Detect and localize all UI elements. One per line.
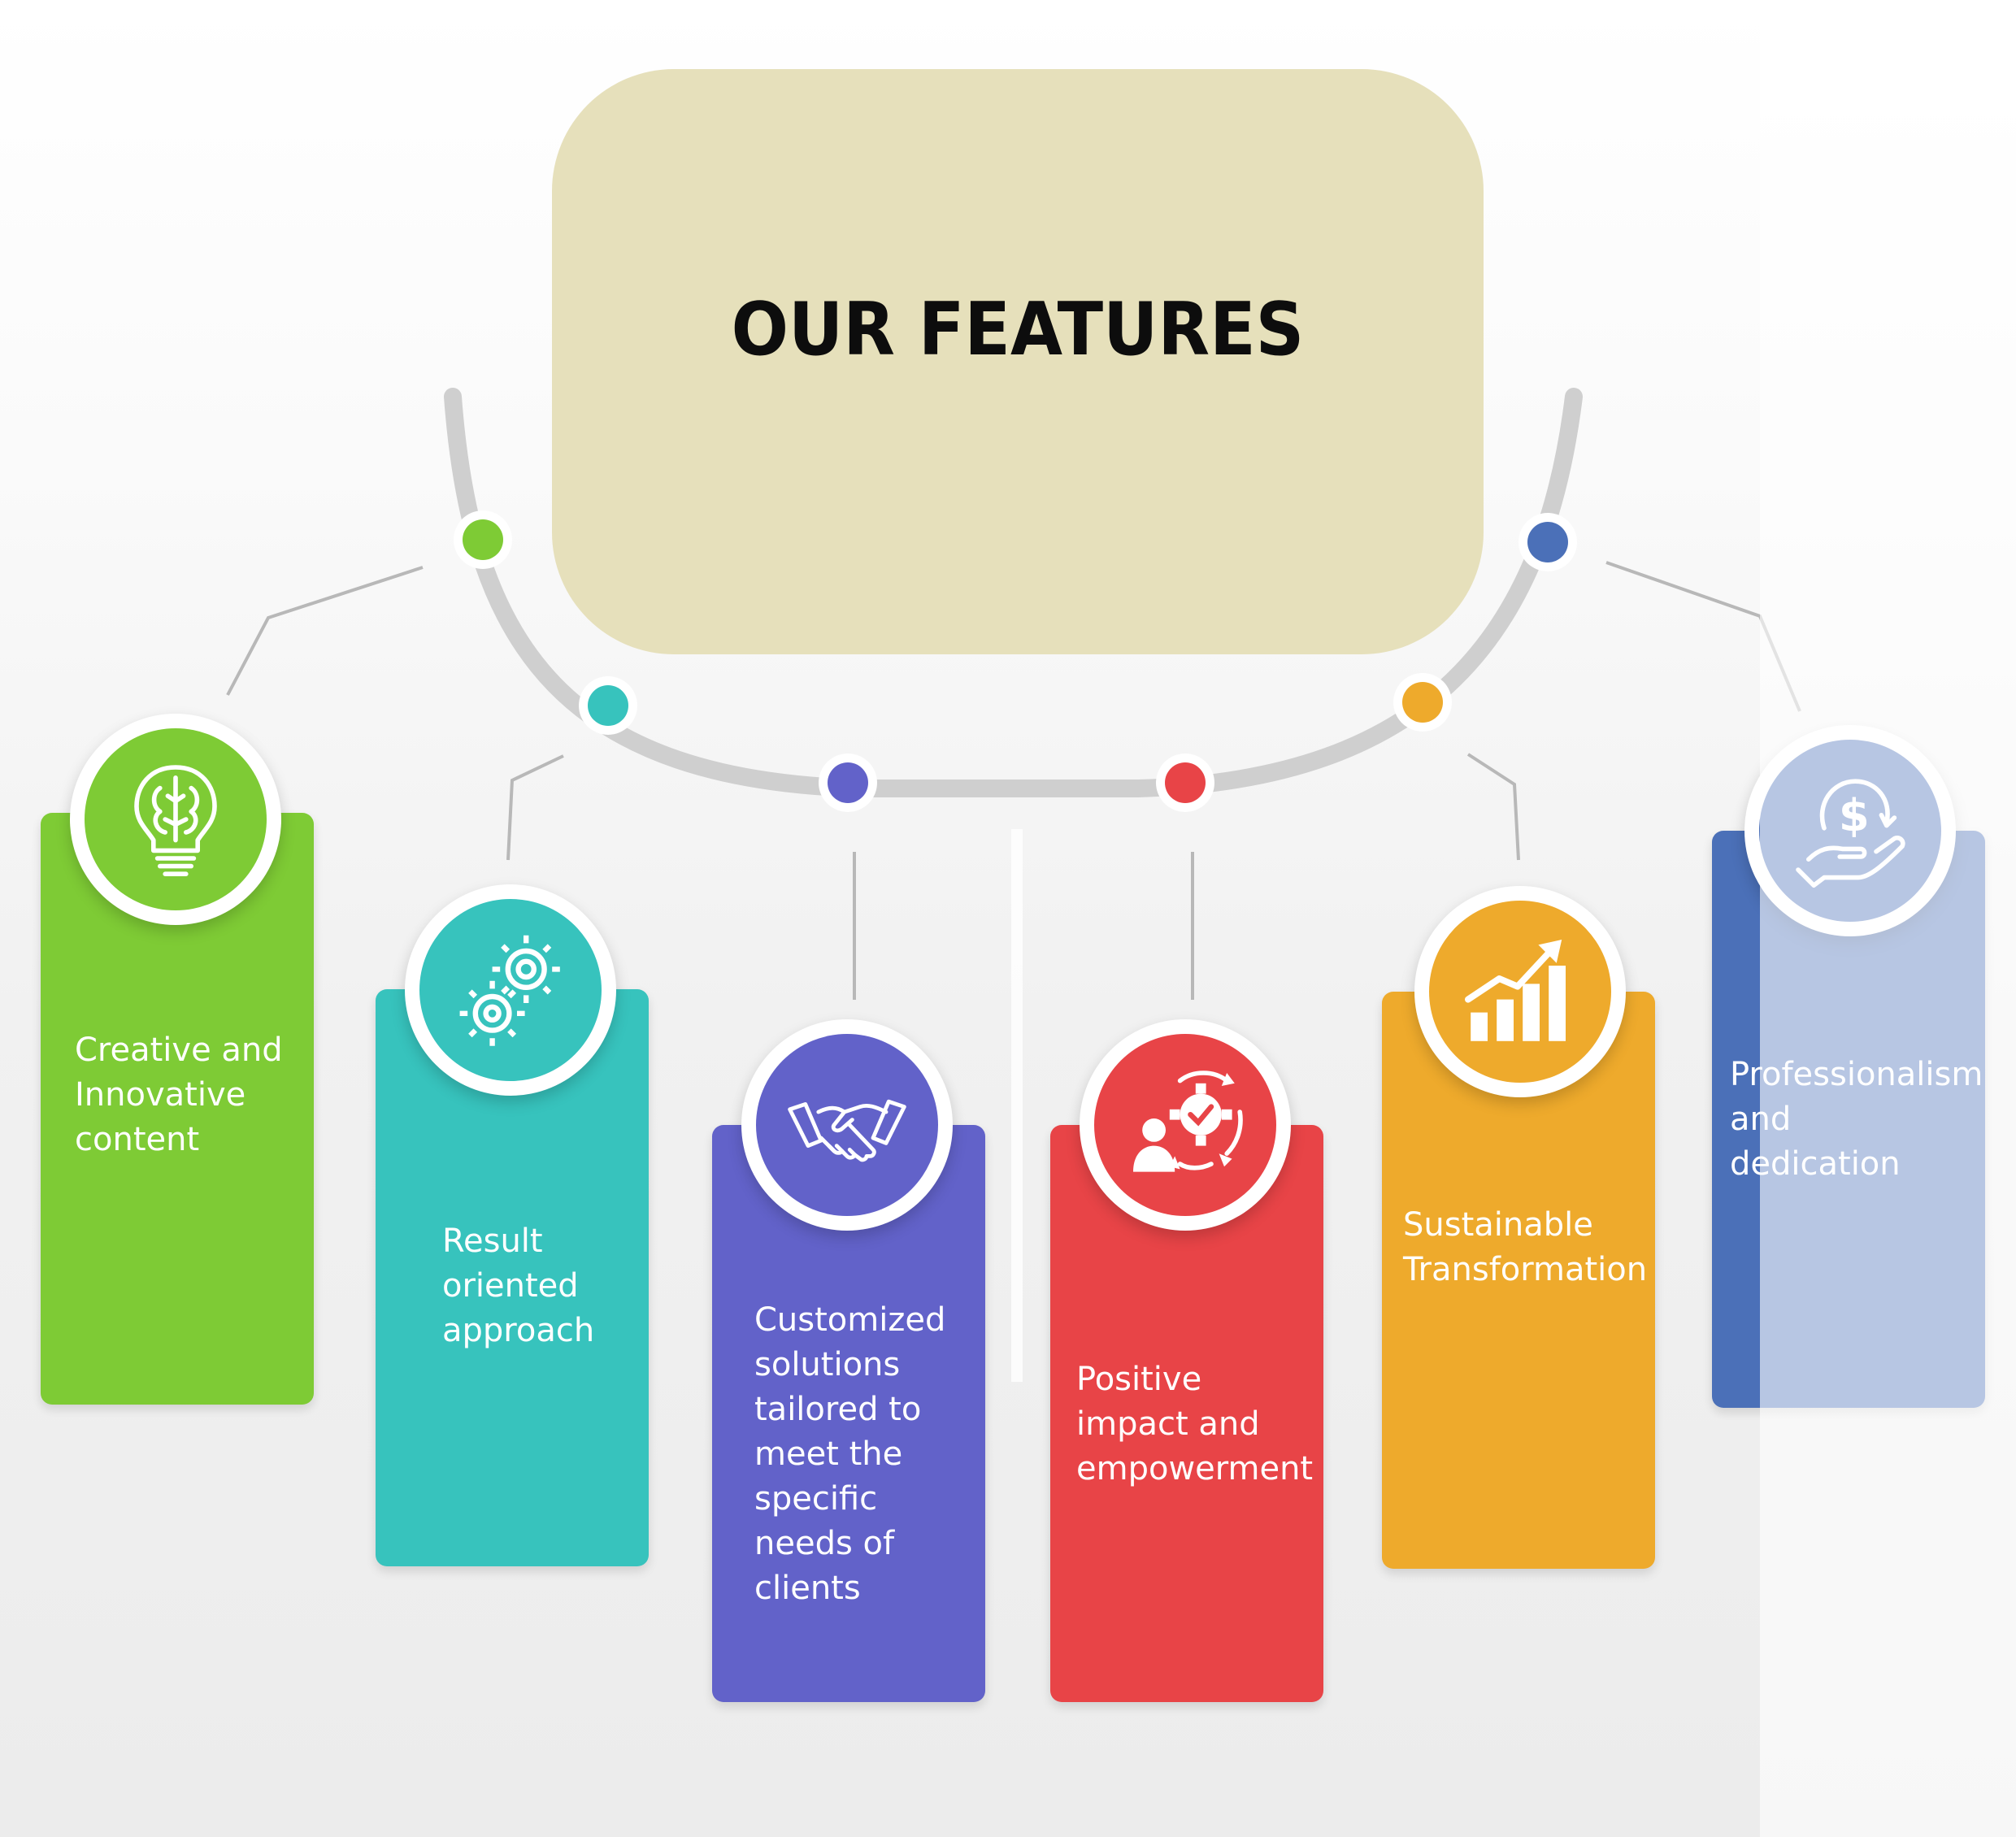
connector-line-5 bbox=[1466, 753, 1520, 861]
connector-line-2 bbox=[506, 754, 564, 861]
feature-label-creative: Creative and Innovative content bbox=[75, 1031, 283, 1158]
connector-line-1 bbox=[226, 566, 424, 696]
feature-icon-ring-customized bbox=[756, 1034, 938, 1216]
lightbulb-brain-icon bbox=[134, 765, 217, 876]
arc-dot-1 bbox=[463, 519, 503, 560]
feature-icon-positive bbox=[1080, 1019, 1291, 1231]
feature-icon-ring-positive bbox=[1094, 1034, 1276, 1216]
feature-icon-ring-creative bbox=[85, 728, 267, 910]
feature-label-professionalism: Professionalism and dedication bbox=[1730, 1056, 1983, 1183]
center-stem bbox=[1011, 829, 1023, 1382]
arc-track bbox=[444, 388, 1583, 797]
feature-icon-sustainable bbox=[1414, 886, 1626, 1097]
feature-icon-ring-professionalism: $ bbox=[1759, 740, 1941, 922]
arc-dots bbox=[454, 510, 1577, 812]
title-text: OUR FEATURES bbox=[731, 286, 1305, 372]
feature-label-customized: Customized solutions tailored to meet th… bbox=[754, 1301, 946, 1607]
arc-dot-6 bbox=[1527, 522, 1568, 562]
arc-dot-4 bbox=[1165, 762, 1206, 803]
feature-label-positive: Positive impact and empowerment bbox=[1076, 1361, 1314, 1487]
feature-icon-ring-sustainable bbox=[1429, 901, 1611, 1083]
growth-chart-icon bbox=[1465, 940, 1566, 1041]
feature-icon-creative bbox=[70, 714, 281, 925]
feature-icon-customized bbox=[741, 1019, 953, 1231]
feature-icon-result bbox=[405, 884, 616, 1096]
dollar-hand-icon: $ bbox=[1796, 779, 1905, 888]
arc-dot-2 bbox=[588, 685, 628, 726]
feature-icon-professionalism: $ bbox=[1744, 725, 1956, 936]
arc-dot-3 bbox=[828, 762, 868, 803]
feature-label-sustainable: Sustainable Transformation bbox=[1403, 1206, 1648, 1288]
feature-label-result: Result oriented approach bbox=[442, 1222, 595, 1349]
handshake-icon bbox=[788, 1099, 906, 1162]
title-box: OUR FEATURES bbox=[552, 69, 1484, 654]
connector-line-6 bbox=[1605, 561, 1801, 712]
svg-text:$: $ bbox=[1839, 790, 1870, 841]
gears-icon bbox=[459, 935, 560, 1046]
arc-dot-5 bbox=[1402, 682, 1443, 723]
person-gear-cycle-icon bbox=[1133, 1070, 1243, 1172]
feature-icon-ring-result bbox=[419, 899, 602, 1081]
